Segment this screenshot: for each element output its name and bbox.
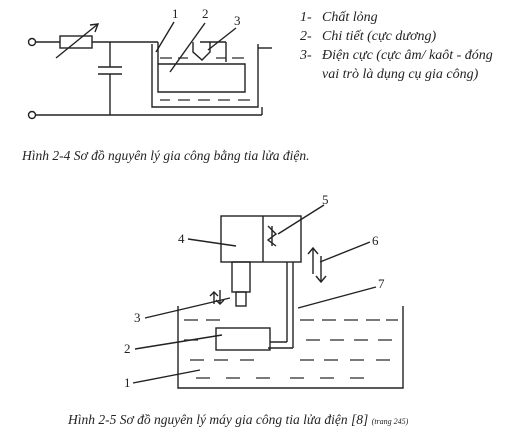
- figure1-diagram: [27, 21, 272, 120]
- figure1-caption: Hình 2-4 Sơ đồ nguyên lý gia công bằng t…: [22, 148, 310, 163]
- fig2-label-3: 3: [134, 310, 141, 325]
- fig2-label-1: 1: [124, 375, 131, 390]
- tool-holder: [231, 261, 251, 293]
- tank-2: [177, 306, 404, 389]
- legend-text: Điện cực (cực âm/ kaôt - đóng vai trò là…: [322, 48, 493, 82]
- electrode-1: [192, 42, 211, 61]
- workpiece-2: [215, 327, 271, 351]
- terminal-top: [27, 37, 37, 47]
- legend-text: Chất lỏng: [322, 10, 378, 25]
- legend-item: 2- Chi tiết (cực dương): [300, 27, 505, 46]
- legend-item: 1- Chất lỏng: [300, 8, 505, 27]
- legend-item: 3- Điện cực (cực âm/ kaôt - đóng vai trò…: [300, 46, 505, 84]
- figure2-caption-note: (trang 245): [371, 417, 409, 426]
- workpiece-1: [157, 63, 246, 93]
- fig1-label-3: 3: [234, 13, 241, 28]
- fig2-label-2: 2: [124, 341, 131, 356]
- legend-number: 3-: [300, 48, 312, 63]
- figure2-diagram: [132, 204, 404, 389]
- legend-number: 2-: [300, 29, 312, 44]
- tank-1: [151, 44, 259, 108]
- figure2-caption-main: Hình 2-5 Sơ đồ nguyên lý máy gia công ti…: [68, 412, 369, 427]
- fig2-label-6: 6: [372, 233, 379, 248]
- fig2-label-7: 7: [378, 276, 385, 291]
- fig1-label-1: 1: [172, 6, 179, 21]
- legend-text: Chi tiết (cực dương): [322, 29, 437, 44]
- legend-number: 1-: [300, 10, 312, 25]
- figure1-legend: 1- Chất lỏng 2- Chi tiết (cực dương) 3- …: [300, 8, 505, 84]
- terminal-bottom: [27, 110, 37, 120]
- figure2-caption: Hình 2-5 Sơ đồ nguyên lý máy gia công ti…: [68, 412, 408, 428]
- fig2-label-5: 5: [322, 192, 329, 207]
- servo-head: [220, 215, 302, 263]
- fig2-label-4: 4: [178, 231, 185, 246]
- fig1-label-2: 2: [202, 6, 209, 21]
- electrode-2: [235, 291, 247, 307]
